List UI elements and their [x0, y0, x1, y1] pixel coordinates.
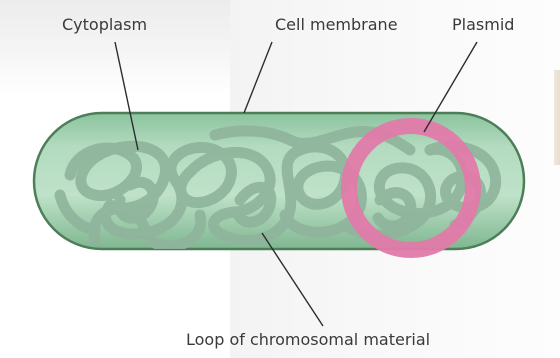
cell-membrane-leader-line — [244, 42, 272, 113]
chromosomal-loop-label: Loop of chromosomal material — [186, 330, 430, 349]
cell-membrane-label: Cell membrane — [275, 15, 398, 34]
cytoplasm-label: Cytoplasm — [62, 15, 147, 34]
plasmid-label: Plasmid — [452, 15, 514, 34]
